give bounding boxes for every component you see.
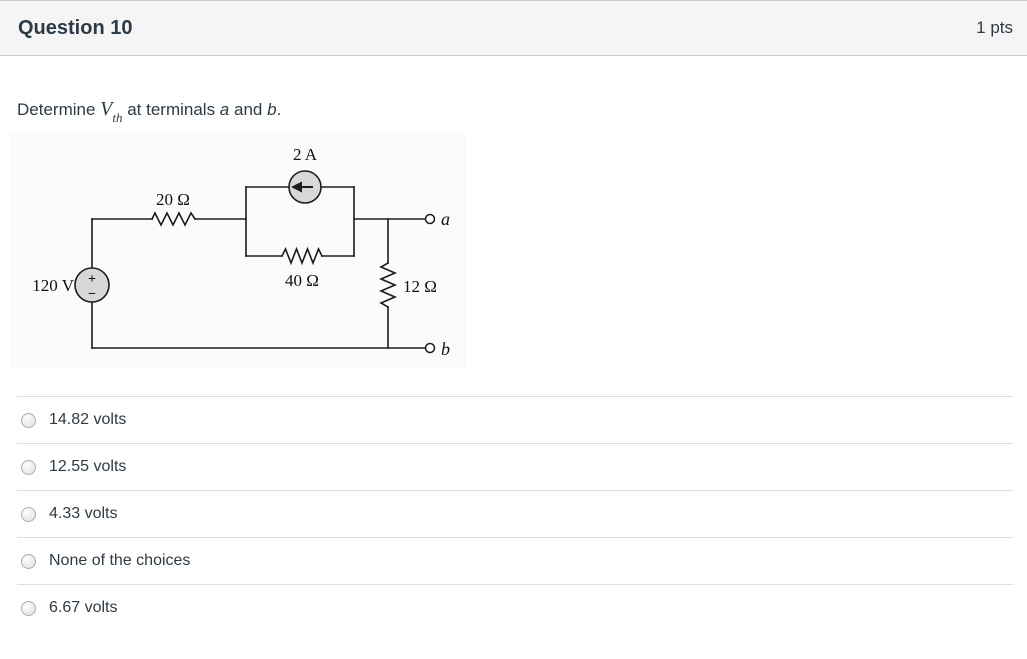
radio-button[interactable]	[21, 459, 36, 475]
scan-background	[10, 132, 466, 368]
question-header: Question 10 1 pts	[0, 0, 1027, 56]
answer-option[interactable]: 12.55 volts	[17, 443, 1013, 490]
answer-option[interactable]: None of the choices	[17, 537, 1013, 584]
current-source-icon	[288, 170, 322, 204]
radio-button[interactable]	[21, 600, 36, 616]
voltage-source-icon: + −	[74, 267, 110, 303]
question-text-prefix: Determine	[17, 100, 101, 119]
answer-option[interactable]: 6.67 volts	[17, 584, 1013, 631]
terminal-b-label: b	[441, 339, 450, 359]
resistor-20-icon	[150, 211, 197, 227]
answer-option[interactable]: 14.82 volts	[17, 396, 1013, 443]
circuit-wires	[91, 186, 426, 349]
resistor-12-icon	[378, 261, 398, 309]
minus-sign: −	[88, 287, 96, 302]
answer-label: 4.33 volts	[49, 505, 118, 522]
terminal-a-node	[424, 213, 436, 225]
question-text-middle: at terminals	[122, 100, 220, 119]
terminal-a-ref: a	[219, 100, 230, 119]
question-points: 1 pts	[976, 18, 1013, 37]
question-text-conj: and	[229, 100, 268, 119]
answers-list: 14.82 volts 12.55 volts 4.33 volts None …	[17, 396, 1013, 631]
terminal-b-ref: b	[267, 100, 277, 119]
answer-label: 12.55 volts	[49, 458, 127, 475]
radio-button[interactable]	[21, 506, 36, 522]
terminal-a-label: a	[441, 209, 450, 229]
math-vth: Vth	[100, 98, 123, 125]
resistor-20-label: 20 Ω	[156, 190, 190, 209]
voltage-source-label: 120 V	[32, 276, 74, 295]
answer-label: None of the choices	[49, 552, 191, 569]
resistor-12-label: 12 Ω	[403, 277, 437, 296]
current-source-label: 2 A	[293, 145, 318, 164]
radio-button[interactable]	[21, 553, 36, 569]
question-text-suffix: .	[276, 100, 282, 119]
question-text: Determine Vth at terminals a and b.	[17, 98, 282, 125]
resistor-40-icon	[280, 246, 324, 266]
resistor-40-label: 40 Ω	[285, 271, 319, 290]
question-title: Question 10	[18, 16, 133, 39]
answer-option[interactable]: 4.33 volts	[17, 490, 1013, 537]
answer-label: 14.82 volts	[49, 411, 127, 428]
arrow-left-icon	[291, 181, 302, 193]
radio-button[interactable]	[21, 412, 36, 428]
circuit-diagram: 20 Ω 40 Ω 12 Ω + − 120 V 2 A a b	[10, 132, 466, 368]
plus-sign: +	[88, 272, 96, 287]
answer-label: 6.67 volts	[49, 599, 118, 616]
terminal-b-node	[424, 342, 436, 354]
